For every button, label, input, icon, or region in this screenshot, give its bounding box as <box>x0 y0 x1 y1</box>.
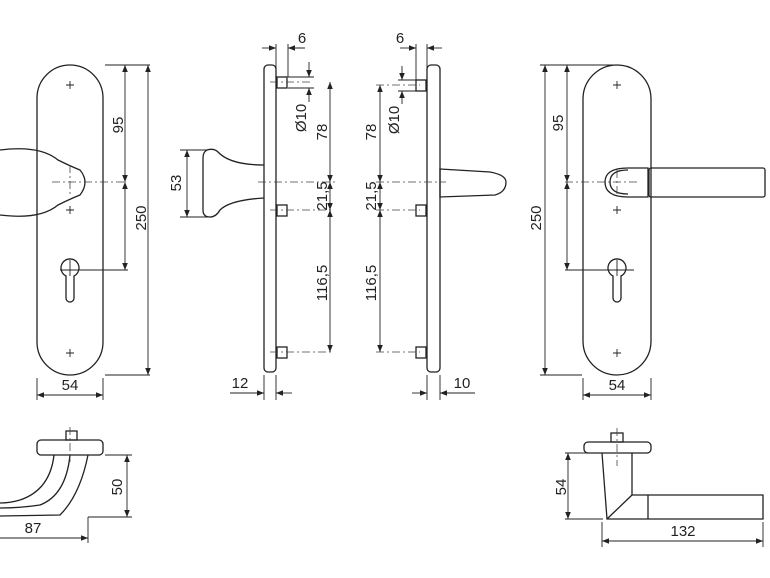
knob-side-outline <box>202 148 265 218</box>
screw-marks <box>613 81 621 357</box>
dim-54: 54 <box>62 377 79 394</box>
dim-54: 54 <box>609 377 626 394</box>
dim-6: 6 <box>298 30 306 47</box>
front-view-knob-plate: 95 250 54 <box>0 64 151 400</box>
dim-78: 78 <box>314 124 331 141</box>
keyhole-cutout <box>606 258 634 303</box>
front-view-lever-plate: 250 95 54 <box>528 64 766 400</box>
dim-95: 95 <box>550 115 567 132</box>
dim-diameter-10: Ø10 <box>386 106 403 134</box>
dim-54: 54 <box>553 479 570 496</box>
knob-curve-inner <box>0 454 55 504</box>
dim-250: 250 <box>133 205 150 230</box>
dim-diameter-10: Ø10 <box>293 104 310 132</box>
spindle-pin <box>65 430 78 441</box>
knob-outline <box>0 148 86 217</box>
dim-12: 12 <box>232 375 249 392</box>
side-view-knob: 53 6 Ø10 78 21,5 116,5 12 <box>168 30 336 400</box>
lever-side-outline <box>439 168 507 198</box>
dim-116-5: 116,5 <box>363 265 380 301</box>
side-view-lever: 6 Ø10 78 21,5 116,5 10 <box>363 30 507 400</box>
plate-side <box>426 64 441 373</box>
keyhole-cutout <box>60 258 88 303</box>
dim-132: 132 <box>670 523 695 540</box>
screw-marks <box>66 81 74 357</box>
rosette <box>583 441 652 454</box>
fixing-pins <box>276 76 288 359</box>
dim-116-5: 116,5 <box>314 265 331 301</box>
lever-handle <box>648 167 766 198</box>
dim-250: 250 <box>528 205 545 230</box>
dim-6: 6 <box>396 30 404 47</box>
escutcheon-plate <box>36 64 104 376</box>
escutcheon-plate <box>582 64 652 376</box>
top-view-lever: 54 132 <box>553 428 764 547</box>
lever-outline <box>601 452 764 520</box>
dim-53: 53 <box>168 175 185 192</box>
fixing-pins <box>415 79 427 359</box>
plate-side <box>263 64 277 373</box>
dim-78: 78 <box>363 124 380 141</box>
dim-10: 10 <box>454 375 471 392</box>
dim-95: 95 <box>110 117 127 134</box>
dim-21-5: 21,5 <box>363 181 380 210</box>
dim-50: 50 <box>109 479 126 496</box>
dim-87: 87 <box>25 520 42 537</box>
top-view-knob: 50 87 <box>0 427 132 543</box>
dim-21-5: 21,5 <box>314 181 331 210</box>
